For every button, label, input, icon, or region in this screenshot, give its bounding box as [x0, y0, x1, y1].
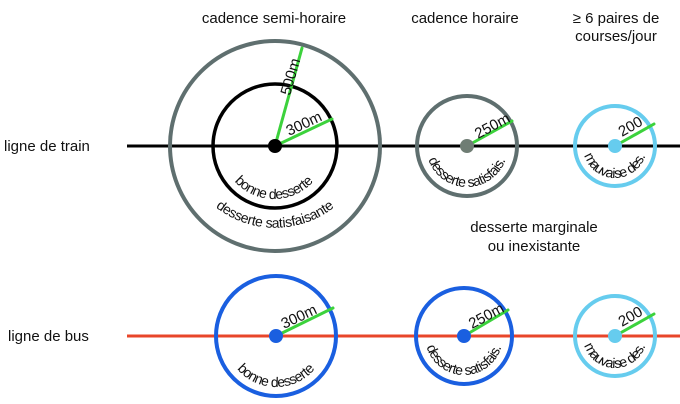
bus-pairs-radius	[613, 312, 656, 338]
train-hourly-radius	[465, 119, 514, 148]
bus-hourly-station-dot	[457, 329, 471, 343]
header-semi-hourly: cadence semi-horaire	[202, 10, 346, 27]
middle-label-line2: ou inexistante	[488, 238, 581, 255]
train-semi-inner-ring	[211, 82, 339, 210]
train-semi-arc-bonne-desserte: bonne desserte	[232, 172, 315, 202]
bus-semi-ring	[214, 274, 338, 398]
train-pairs-radius	[613, 122, 656, 148]
row-label-train: ligne de train	[4, 138, 90, 155]
bus-semi-arc-label: bonne desserte	[235, 360, 318, 390]
train-hourly-ring	[415, 94, 519, 198]
train-hourly-station-dot	[460, 139, 474, 153]
train-semi-station-dot	[268, 139, 282, 153]
train-semi-outer-ring	[168, 39, 382, 253]
bus-hourly-label-250m: 250m	[466, 300, 507, 333]
train-pairs-ring	[573, 104, 657, 188]
train-semi-radius-500	[273, 46, 304, 148]
bus-row: 300m bonne desserte 250m desserte satisf…	[127, 274, 680, 398]
bus-semi-station-dot	[269, 329, 283, 343]
train-pairs-station-dot	[608, 139, 622, 153]
bus-hourly-radius	[462, 308, 510, 338]
bus-hourly-ring	[414, 286, 514, 386]
bus-semi-radius	[274, 306, 335, 338]
bus-pairs-station-dot	[608, 329, 622, 343]
train-semi-radius-300	[273, 117, 334, 148]
middle-label-line1: desserte marginale	[470, 219, 598, 236]
bus-semi-label-300m: 300m	[279, 301, 320, 332]
header-pairs-line1: ≥ 6 paires de	[573, 10, 660, 27]
header-pairs-line2: courses/jour	[575, 28, 657, 45]
train-semi-label-300m: 300m	[284, 108, 325, 139]
header-hourly: cadence horaire	[411, 10, 519, 27]
row-label-bus: ligne de bus	[8, 328, 89, 345]
bus-pairs-ring	[573, 294, 657, 378]
train-hourly-label-250m: 250m	[472, 110, 513, 143]
